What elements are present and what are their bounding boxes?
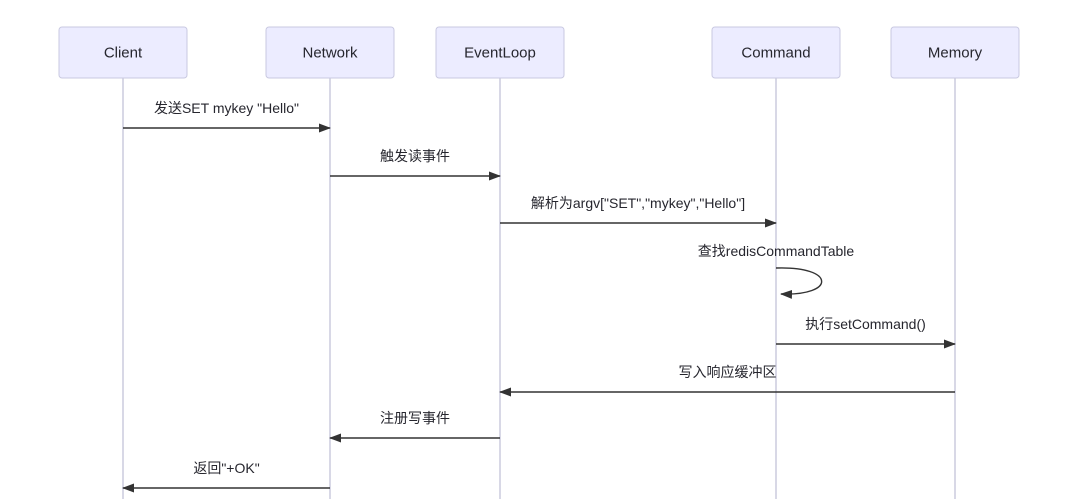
message-label-1: 触发读事件 <box>380 148 450 164</box>
self-loop-arrow-3 <box>775 267 823 299</box>
participant-label-network: Network <box>302 45 358 62</box>
message-label-2: 解析为argv["SET","mykey","Hello"] <box>531 195 745 211</box>
participant-box-network <box>265 26 395 79</box>
participant-label-command: Command <box>741 45 810 62</box>
participant-label-memory: Memory <box>928 45 983 62</box>
participant-box-command <box>711 26 841 79</box>
message-label-4: 执行setCommand() <box>805 316 926 332</box>
message-label-0: 发送SET mykey "Hello" <box>154 100 299 116</box>
participant-box-client <box>58 26 188 79</box>
participant-label-client: Client <box>104 45 143 62</box>
message-label-3: 查找redisCommandTable <box>698 243 855 259</box>
message-label-6: 注册写事件 <box>380 410 450 426</box>
participant-label-eventloop: EventLoop <box>464 45 536 62</box>
message-label-5: 写入响应缓冲区 <box>679 364 777 380</box>
participant-box-memory <box>890 26 1020 79</box>
message-label-7: 返回"+OK" <box>193 460 259 476</box>
participant-box-eventloop <box>435 26 565 79</box>
